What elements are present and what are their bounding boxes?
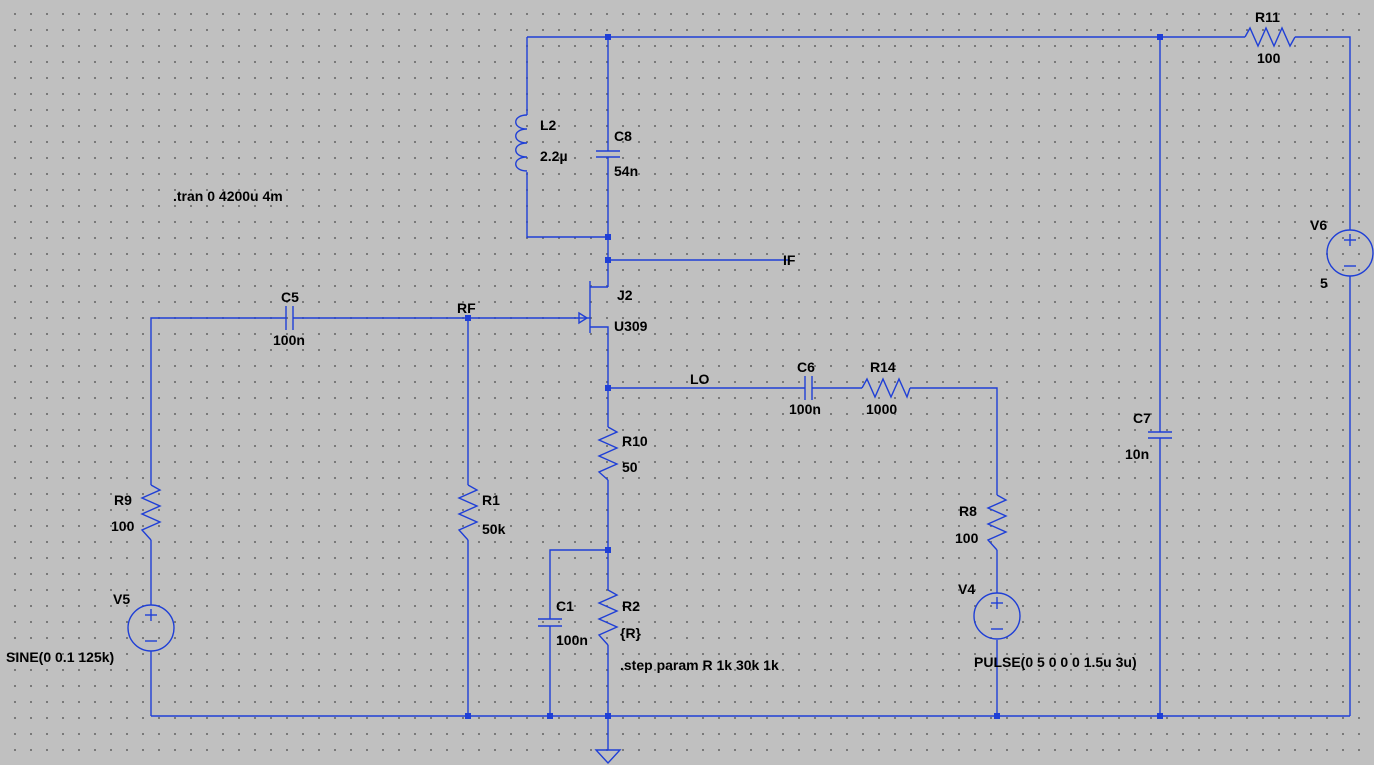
r1-value[interactable]: 50k: [482, 521, 506, 537]
r2-name: R2: [622, 598, 640, 614]
v5-value[interactable]: SINE(0 0.1 125k): [6, 649, 114, 665]
resistor-r11[interactable]: [1244, 26, 1296, 48]
wire-r14-r8: [910, 387, 998, 495]
r10-name: R10: [622, 433, 648, 449]
c6-value[interactable]: 100n: [789, 401, 821, 417]
r8-name: R8: [959, 503, 977, 519]
capacitor-c5[interactable]: [285, 306, 294, 330]
r9-value[interactable]: 100: [111, 518, 135, 534]
r11-name: R11: [1255, 9, 1280, 25]
wires: [150, 36, 1351, 750]
c7-name: C7: [1133, 410, 1151, 426]
resistor-r10[interactable]: [597, 426, 619, 481]
r10-value[interactable]: 50: [622, 459, 638, 475]
resistor-r1[interactable]: [457, 484, 479, 541]
capacitor-c8[interactable]: [596, 150, 620, 158]
directive-tran[interactable]: .tran 0 4200u 4m: [173, 188, 283, 204]
v5-name: V5: [113, 591, 130, 607]
c1-name: C1: [556, 598, 574, 614]
l2-value[interactable]: 2.2µ: [540, 148, 568, 164]
v4-name: V4: [958, 581, 975, 597]
c1-value[interactable]: 100n: [556, 632, 588, 648]
wire-r11-to-v6: [1295, 36, 1351, 230]
voltage-source-v4[interactable]: [973, 592, 1021, 640]
r11-value[interactable]: 100: [1257, 50, 1281, 66]
wire-l2-bottom: [526, 172, 608, 238]
inductor-l2[interactable]: [515, 108, 528, 172]
wire-jfet-source: [590, 326, 609, 427]
capacitor-c7[interactable]: [1148, 431, 1172, 439]
capacitor-c6[interactable]: [804, 376, 813, 400]
j2-name: J2: [617, 287, 633, 303]
resistor-r14[interactable]: [861, 377, 911, 399]
r1-name: R1: [482, 492, 500, 508]
r14-name: R14: [870, 359, 896, 375]
c6-name: C6: [797, 359, 815, 375]
v6-name: V6: [1310, 217, 1327, 233]
resistor-r8[interactable]: [986, 494, 1008, 551]
net-label-if[interactable]: IF: [783, 252, 796, 268]
ground-symbol[interactable]: [594, 749, 622, 765]
junction-dots: [465, 34, 1163, 719]
r2-value[interactable]: {R}: [620, 625, 642, 641]
c8-name: C8: [614, 128, 632, 144]
net-label-lo[interactable]: LO: [690, 371, 710, 387]
c5-name: C5: [281, 289, 299, 305]
directive-step[interactable]: .step param R 1k 30k 1k: [620, 657, 779, 673]
wire-r9-c5: [150, 317, 286, 485]
voltage-source-v5[interactable]: [127, 596, 175, 652]
l2-name: L2: [540, 117, 557, 133]
r8-value[interactable]: 100: [955, 530, 979, 546]
jfet-j2[interactable]: [578, 281, 591, 333]
voltage-source-v6[interactable]: [1326, 229, 1374, 277]
v4-value[interactable]: PULSE(0 5 0 0 0 1.5u 3u): [974, 654, 1137, 670]
c5-value[interactable]: 100n: [273, 332, 305, 348]
c7-value[interactable]: 10n: [1125, 446, 1149, 462]
resistor-r2[interactable]: [597, 589, 619, 646]
net-label-rf[interactable]: RF: [457, 300, 476, 316]
capacitor-c1[interactable]: [538, 618, 562, 627]
resistor-r9[interactable]: [140, 484, 162, 541]
wire-c1-top: [549, 549, 608, 619]
r9-name: R9: [114, 492, 132, 508]
c8-value[interactable]: 54n: [614, 163, 638, 179]
r14-value[interactable]: 1000: [866, 401, 897, 417]
v6-value[interactable]: 5: [1320, 275, 1328, 291]
j2-model[interactable]: U309: [614, 318, 648, 334]
